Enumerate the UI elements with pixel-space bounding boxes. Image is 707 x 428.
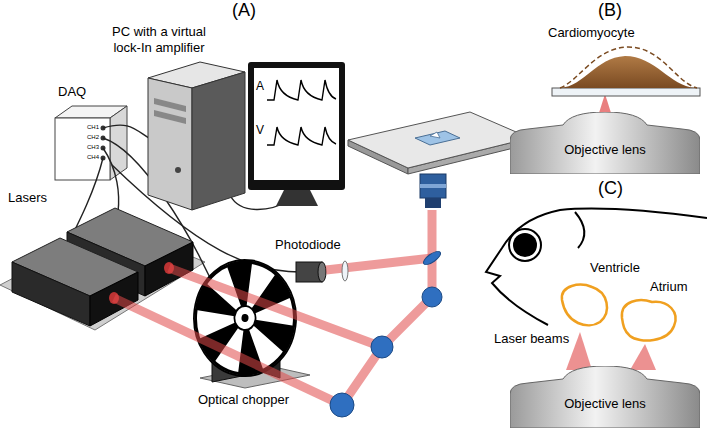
microscope [425,198,441,208]
microscope [420,184,446,188]
fish-eye [509,229,541,261]
device-label: DAQ [58,84,86,100]
pc-tower [154,110,186,124]
lens-shape [510,366,700,428]
monitor [267,80,336,100]
fish-outline [486,209,707,325]
lens-shape [510,112,700,174]
fish-outline [486,209,707,325]
device-label: Optical chopper [198,392,289,408]
microscope [348,112,530,208]
lens [342,261,348,281]
monitor [248,62,345,190]
lens [342,261,348,281]
photodiode [318,262,326,282]
signal-name: V [256,123,264,137]
optical-chopper [241,313,249,322]
heart-outline [622,300,676,340]
microscope [415,131,460,145]
fish-eye [509,229,541,261]
laser-beam [566,332,592,370]
daq-box [55,118,110,180]
part-label: Cardiomyocyte [548,25,635,41]
mirror [422,287,442,307]
node-text: Objective lens [510,112,700,158]
pc-tower [148,78,192,210]
panel-letter: (C) [598,178,623,200]
fish-eye [513,233,537,257]
node-text: Objective lens [510,366,700,412]
laser-beam [114,298,382,405]
pc-tower [175,167,181,173]
device-label: Lasers [8,190,47,206]
cell-drawing [560,56,695,88]
photodiode [296,262,326,282]
part-label: Laser beams [494,331,569,347]
optical-chopper [187,252,310,388]
microscope [430,132,440,138]
channel-name: CH2 [84,134,99,141]
microscope [348,112,530,168]
channel-name: CH3 [84,144,99,151]
mirror [330,249,442,417]
fish-outline [575,212,584,248]
pc-tower [192,72,245,210]
laser-body [12,262,90,326]
microscope [420,174,446,198]
laser-beam [114,210,432,405]
mirror [371,336,393,358]
pc-tower [148,62,245,210]
device-label: Photodiode [275,237,341,253]
part-label: Ventricle [590,260,640,276]
heart-outline [562,285,607,326]
signal-name: A [256,79,264,93]
cable [103,148,119,212]
node-label: Objective lens [510,396,700,412]
monitor [276,190,318,206]
laser-beam [566,332,656,370]
cell-drawing [552,47,700,116]
laser-body [12,208,193,326]
optical-chopper [233,304,257,331]
laser-beam [169,210,432,347]
part-label: Atrium [650,279,688,295]
objective-lens: Objective lens [510,112,700,174]
mirror [422,249,443,267]
device-label: PC with a virtual lock-In amplifier [100,24,218,55]
objective-lens: Objective lens [510,366,700,428]
node-label: Objective lens [510,142,700,158]
panel-letter: (A) [232,0,256,22]
pc-tower [154,98,186,112]
monitor [267,127,336,145]
cable [103,125,152,140]
laser-beam [630,344,656,370]
monitor [248,62,345,206]
panel-letter: (B) [598,0,622,22]
channel-name: CH1 [84,124,99,131]
cell-drawing [552,88,700,96]
channel-name: CH4 [84,154,99,161]
cell-drawing [560,47,697,88]
monitor [254,68,339,180]
mirror [330,393,354,417]
